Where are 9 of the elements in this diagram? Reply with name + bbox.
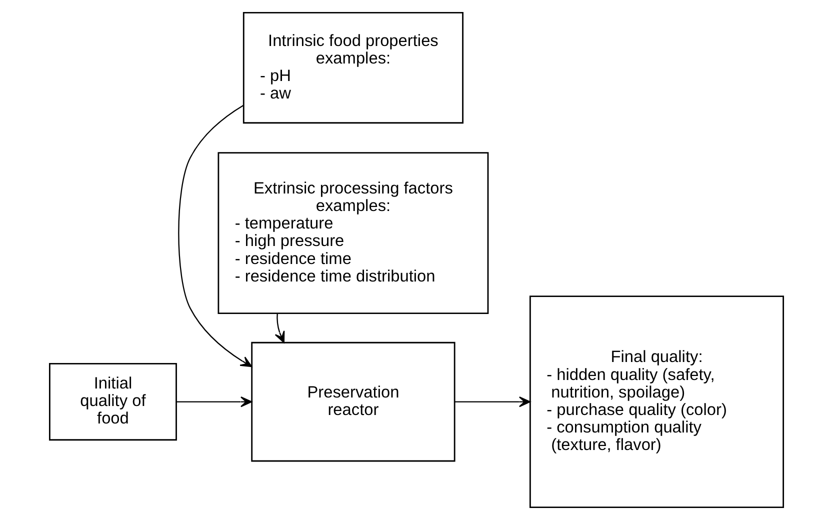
arrow bbox=[176, 396, 252, 408]
node-box: Initial quality of food bbox=[48, 363, 176, 441]
node-box: Preservation reactor bbox=[250, 342, 455, 462]
node-box: Final quality: - hidden quality (safety, nutrition, spoilage) - purchase quality (color) - consumption quality (texture, flavor) bbox=[528, 296, 784, 508]
arrow bbox=[274, 313, 284, 344]
arrow bbox=[454, 396, 530, 408]
arrow bbox=[178, 104, 252, 368]
node-box: Extrinsic processing factors examples: - temperature - high pressure - residence time - residence time distribution bbox=[217, 152, 488, 314]
node-box: Intrinsic food properties examples: - pH - aw bbox=[242, 12, 463, 124]
